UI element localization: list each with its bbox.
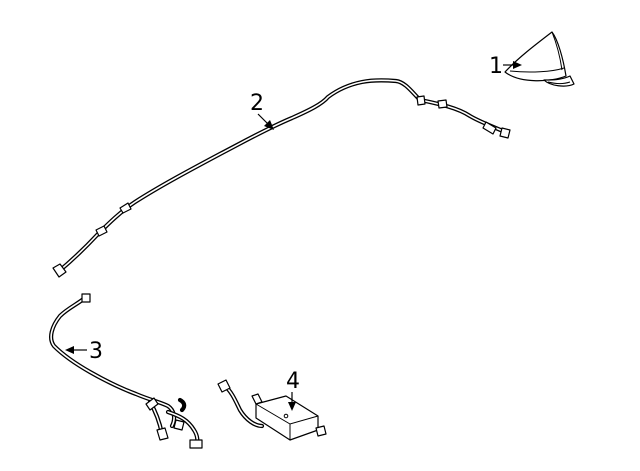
antenna-amplifier-module <box>217 379 327 441</box>
callout-1: 1 <box>489 54 522 79</box>
roof-antenna-cable <box>52 78 511 278</box>
callout-2: 2 <box>250 91 274 130</box>
callout-label-2: 2 <box>250 91 264 116</box>
callout-4: 4 <box>286 369 300 411</box>
callout-label-1: 1 <box>489 54 503 79</box>
callout-3: 3 <box>65 339 103 364</box>
shark-fin-antenna <box>504 31 575 87</box>
callout-label-3: 3 <box>89 339 103 364</box>
callout-label-4: 4 <box>286 369 300 394</box>
antenna-lead-cable <box>49 293 203 449</box>
